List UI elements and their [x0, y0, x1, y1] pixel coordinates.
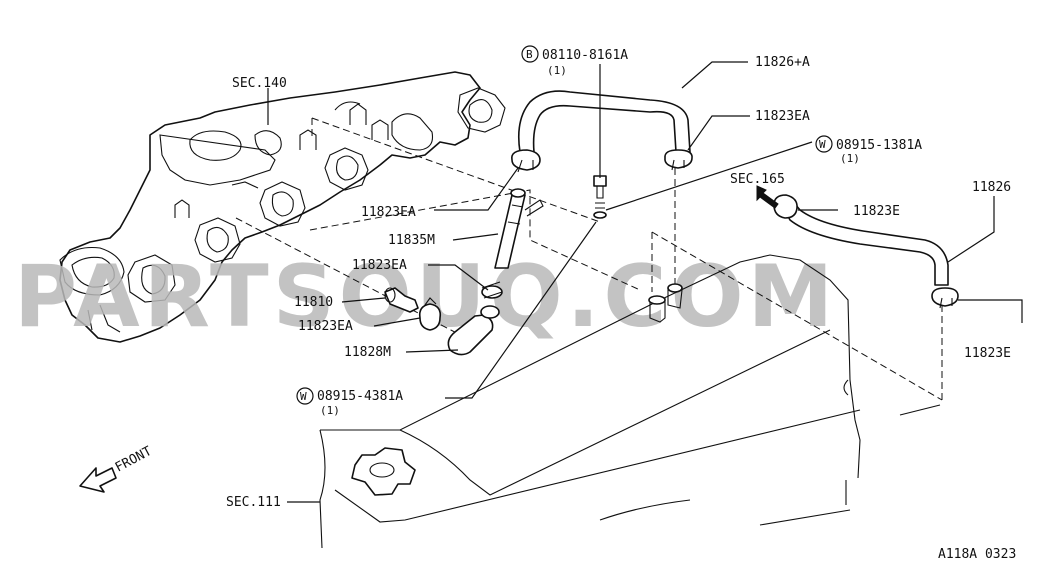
leader-lines — [267, 61, 1023, 503]
label-bolt-qty: (1) — [547, 64, 567, 77]
watermark-text: PARTSOUQ.COM — [14, 247, 837, 347]
label-clamp-ea-mid: 11823EA — [352, 258, 407, 273]
label-clamp-ea-upper: 11823EA — [755, 109, 810, 124]
washer2-prefix-circle — [296, 387, 314, 405]
radiator — [319, 254, 941, 549]
label-pipe: 11835M — [388, 233, 435, 248]
phantom-lines — [235, 117, 943, 401]
label-clamp-ea-lower: 11823EA — [298, 319, 353, 334]
label-sec140: SEC.140 — [232, 76, 287, 91]
washer-prefix-circle — [815, 135, 833, 153]
label-washer-prefix: W — [819, 138, 826, 151]
label-clamp-e-right: 11823E — [964, 346, 1011, 361]
label-diagram-id: A118A 0323 — [938, 547, 1016, 562]
connector-11810 — [384, 287, 442, 331]
label-bolt-code: 08110-8161A — [542, 48, 628, 63]
intake-manifold — [59, 71, 506, 343]
front-arrow-icon — [79, 467, 117, 493]
label-hose-lower: 11828M — [344, 345, 391, 360]
lower-hose-11828m — [447, 281, 503, 356]
label-washer2-prefix: W — [300, 390, 307, 403]
pipe-11835m — [494, 188, 544, 269]
upper-hose-11826a — [510, 90, 693, 173]
label-connector: 11810 — [294, 295, 333, 310]
label-washer-qty: (1) — [840, 152, 860, 165]
label-clamp-e-upper: 11823E — [853, 204, 900, 219]
bolt-prefix-circle — [521, 45, 539, 63]
sec165-arrow — [756, 185, 779, 209]
label-sec165: SEC.165 — [730, 172, 785, 187]
label-washer2-qty: (1) — [320, 404, 340, 417]
label-front: FRONT — [113, 444, 155, 476]
label-clamp-ea-left: 11823EA — [361, 205, 416, 220]
label-washer-code: 08915-1381A — [836, 138, 922, 153]
bolt-and-washers — [593, 175, 607, 219]
label-hose-upper: 11826+A — [755, 55, 810, 70]
label-sec111: SEC.111 — [226, 495, 281, 510]
label-hose-right: 11826 — [972, 180, 1011, 195]
label-washer2-code: 08915-4381A — [317, 389, 403, 404]
label-bolt-prefix: B — [526, 48, 533, 61]
right-hose-11826 — [773, 194, 959, 309]
